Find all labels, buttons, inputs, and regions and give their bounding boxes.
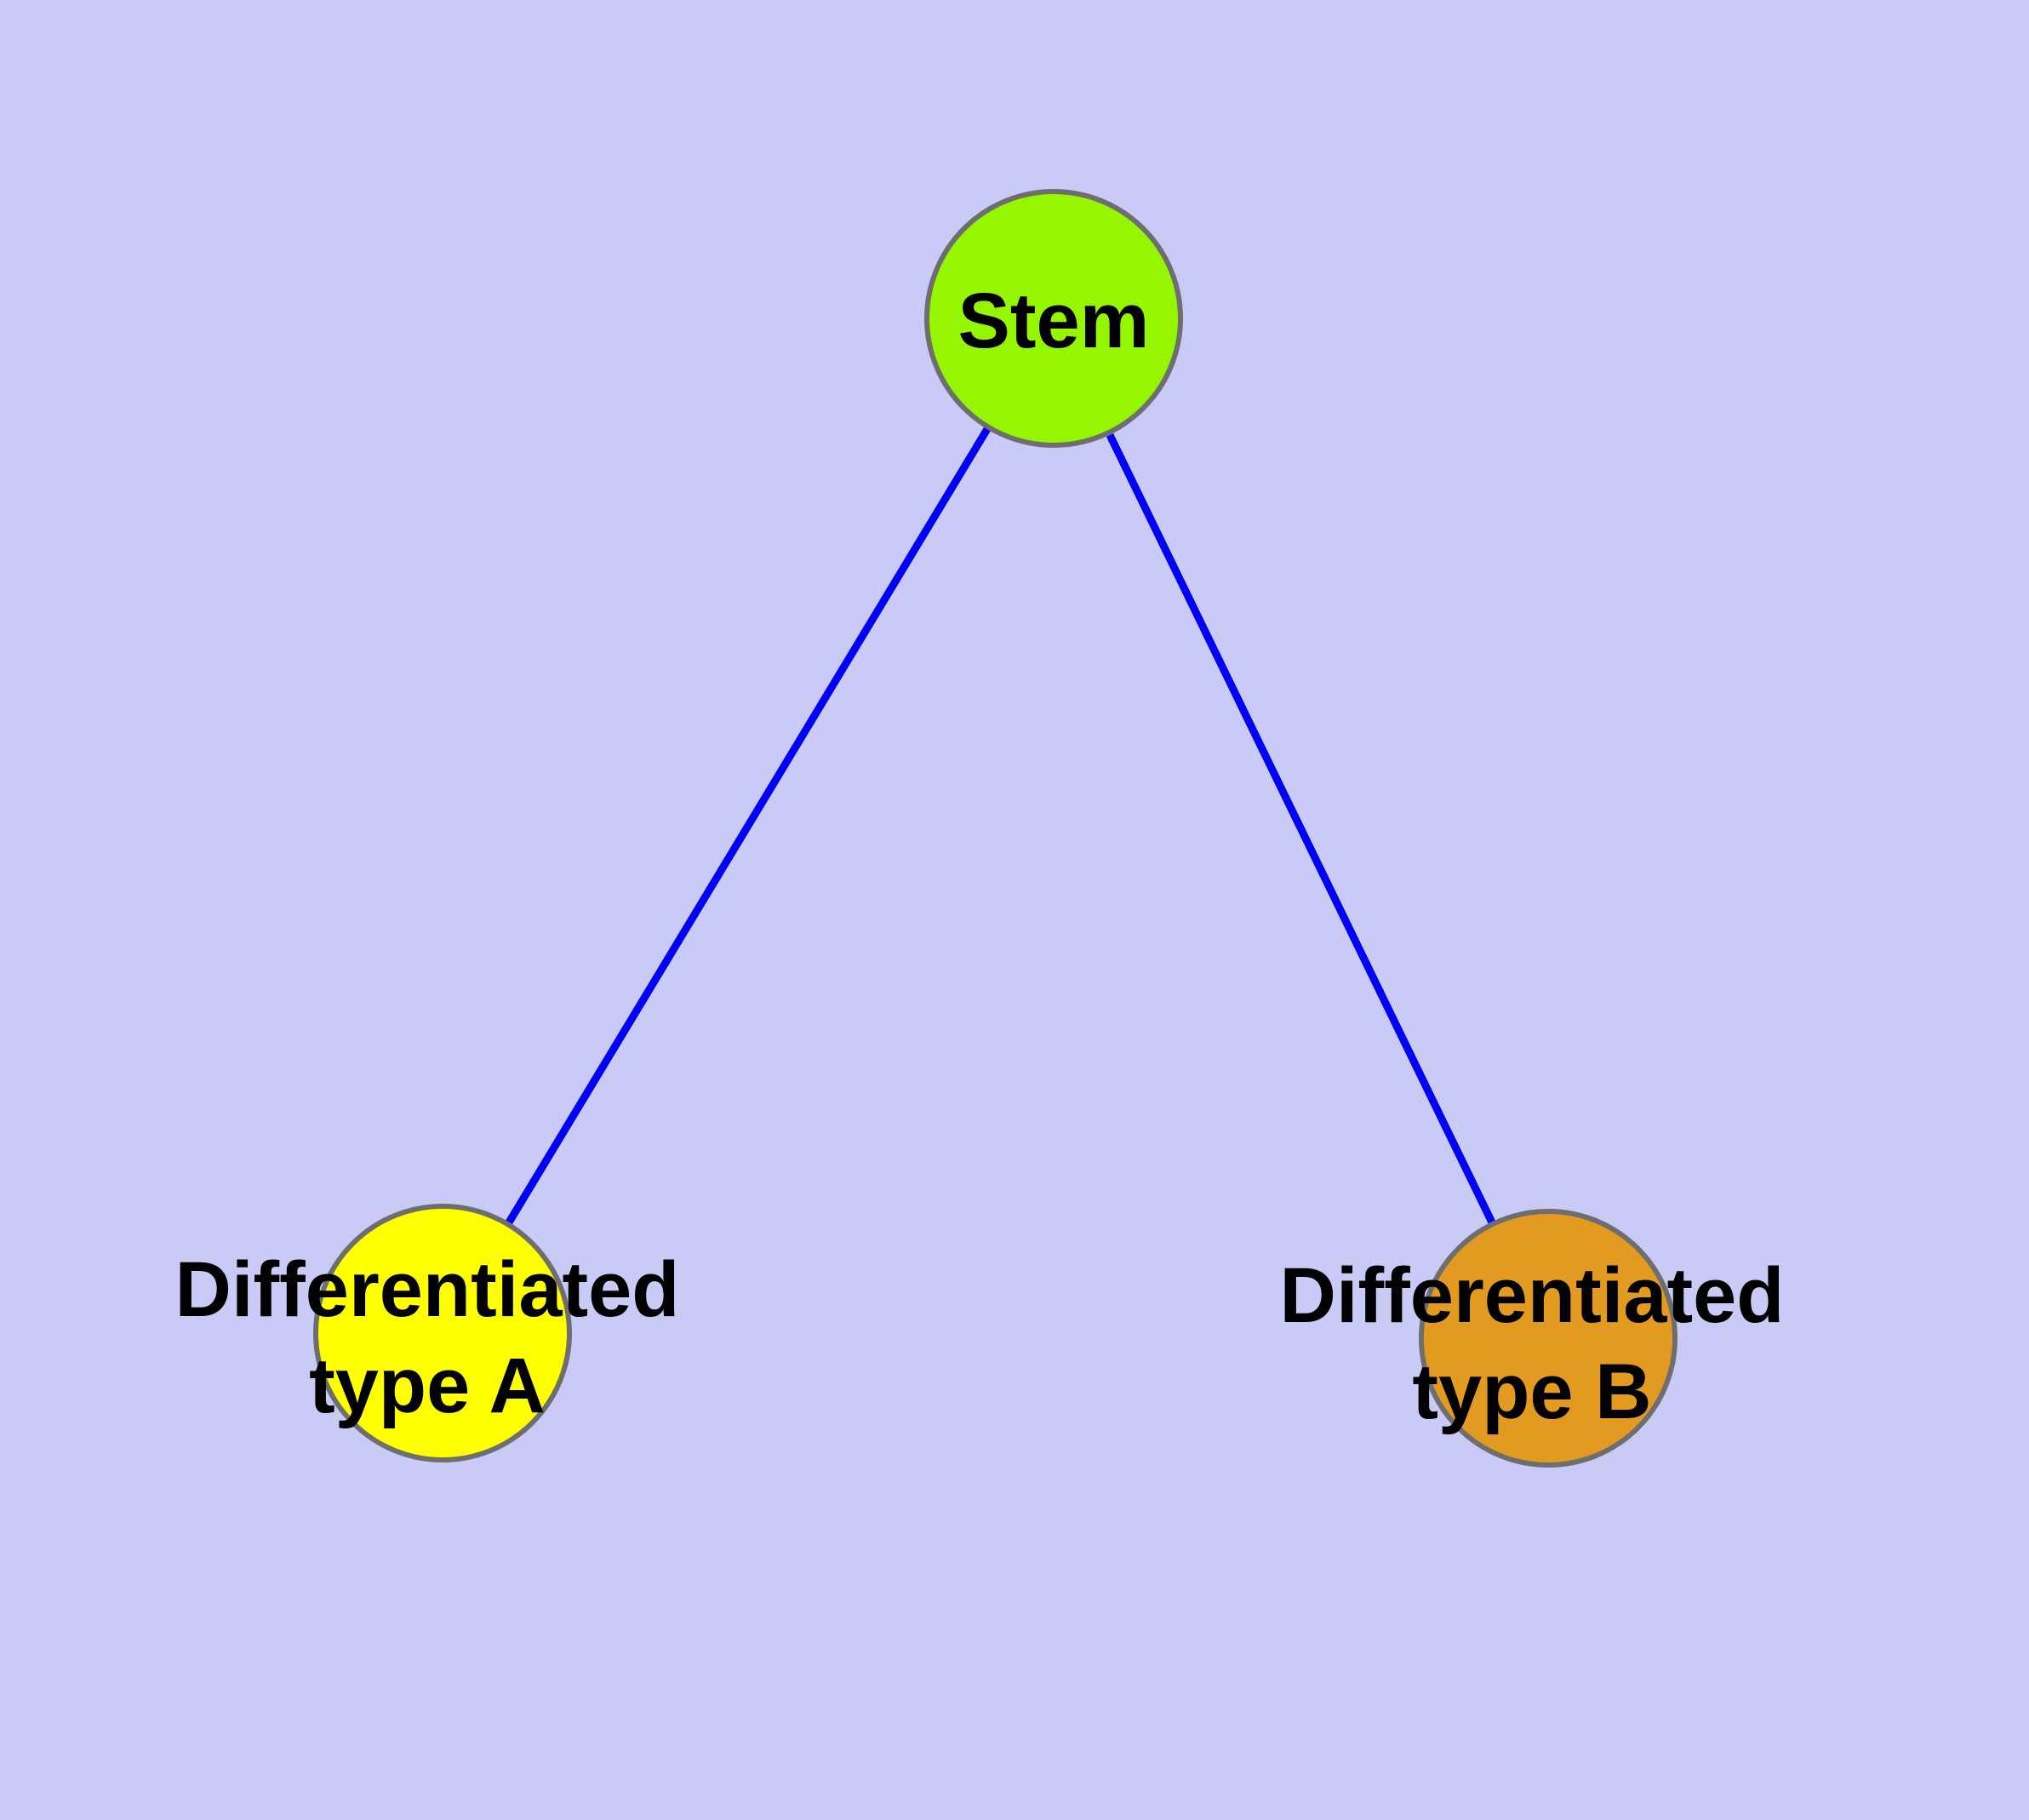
type-b-node[interactable]	[1419, 1209, 1677, 1468]
type-a-node-label-line1: Differentiated	[175, 1246, 680, 1333]
edge-stem-to-type-b[interactable]	[1106, 433, 1496, 1224]
type-a-node-label-line2: type A	[309, 1342, 546, 1429]
edge-stem-to-type-a[interactable]	[506, 426, 991, 1225]
type-b-node-label-line2: type B	[1412, 1348, 1651, 1435]
stem-node-label: Stem	[958, 278, 1150, 364]
type-b-node-label-line1: Differentiated	[1280, 1252, 1785, 1339]
type-a-node[interactable]	[313, 1204, 572, 1462]
stem-node[interactable]	[924, 189, 1183, 448]
